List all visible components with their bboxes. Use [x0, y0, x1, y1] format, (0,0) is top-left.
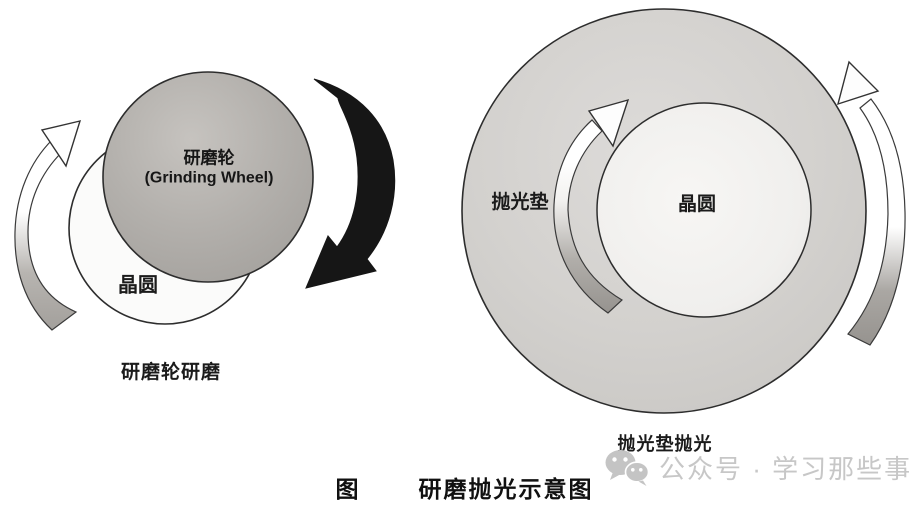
wechat-icon — [605, 450, 650, 486]
grinding-wheel-label: 研磨轮 (Grinding Wheel) — [145, 147, 274, 188]
watermark: 公众号 · 学习那些事 — [604, 449, 912, 486]
wafer-rotation-arrow-head — [40, 120, 82, 168]
grinding-wheel-label-en: (Grinding Wheel) — [144, 169, 274, 187]
figure-caption-prefix: 图 — [335, 476, 359, 503]
pad-rotation-arrow-body — [847, 98, 906, 346]
wafer-label-left: 晶圆 — [118, 274, 158, 297]
pad-rotation-arrow-head — [836, 60, 880, 106]
left-diagram-caption: 研磨轮研磨 — [120, 362, 222, 384]
grinding-wheel-circle — [102, 71, 314, 283]
polishing-pad-label: 抛光垫 — [491, 192, 549, 214]
grinding-wheel-rotation-arrow — [305, 78, 396, 289]
watermark-text: 公众号 · 学习那些事 — [659, 454, 913, 484]
wafer-label-right: 晶圆 — [677, 194, 717, 216]
wafer-rotation-arrow-right-body — [553, 119, 623, 314]
figure-caption-title: 研磨抛光示意图 — [418, 476, 594, 503]
grinding-wheel-label-cn: 研磨轮 — [183, 148, 235, 168]
wafer-rotation-arrow-right-head — [587, 98, 630, 148]
wafer-circle-right — [596, 102, 812, 318]
wafer-rotation-arrow-body — [14, 139, 78, 331]
right-diagram-caption: 抛光垫抛光 — [617, 433, 713, 454]
